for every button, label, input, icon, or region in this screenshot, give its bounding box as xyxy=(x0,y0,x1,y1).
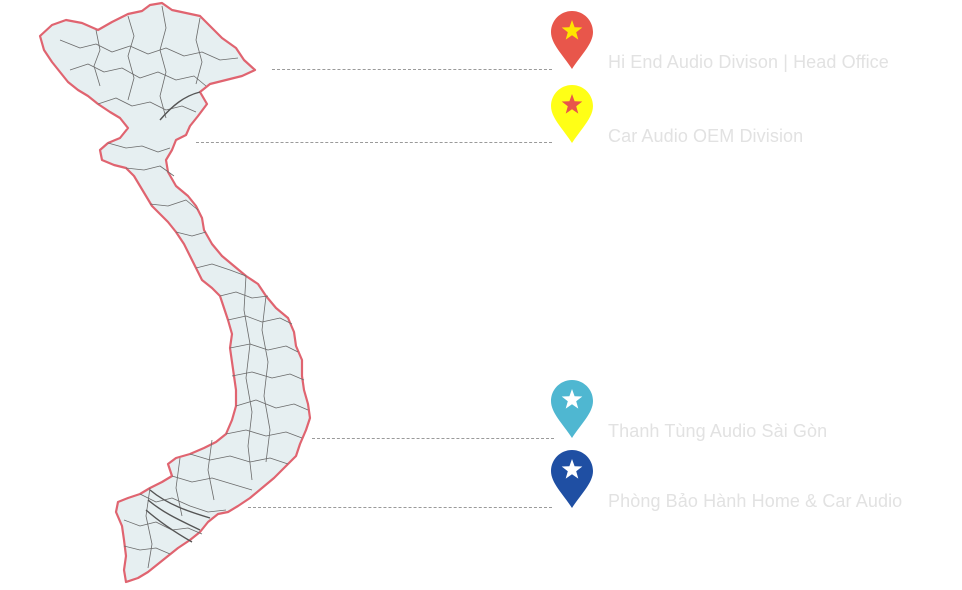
star-icon xyxy=(561,389,583,409)
mekong-river xyxy=(145,91,211,543)
province-borders xyxy=(59,5,309,569)
location-pin-warranty[interactable] xyxy=(550,449,594,509)
location-label-head-office[interactable]: Hi End Audio Divison | Head Office xyxy=(608,52,889,72)
vietnam-outline xyxy=(38,1,312,584)
location-pin-head-office[interactable] xyxy=(550,10,594,70)
map-pin-icon xyxy=(551,11,593,69)
map-pin-icon xyxy=(551,85,593,143)
location-pin-saigon[interactable] xyxy=(550,379,594,439)
map-pin-icon xyxy=(551,450,593,508)
star-icon xyxy=(561,94,583,114)
location-label-saigon[interactable]: Thanh Tùng Audio Sài Gòn xyxy=(608,421,828,441)
leader-line-saigon xyxy=(312,438,554,439)
leader-line-head-office xyxy=(272,69,552,70)
leader-line-oem-division xyxy=(196,142,552,143)
location-label-oem-division[interactable]: Car Audio OEM Division xyxy=(608,126,804,146)
star-icon xyxy=(561,20,583,40)
map-pin-icon xyxy=(551,380,593,438)
leader-line-warranty xyxy=(248,507,552,508)
location-pin-oem-division[interactable] xyxy=(550,84,594,144)
star-icon xyxy=(561,459,583,479)
location-label-warranty[interactable]: Phòng Bảo Hành Home & Car Audio xyxy=(608,491,903,511)
